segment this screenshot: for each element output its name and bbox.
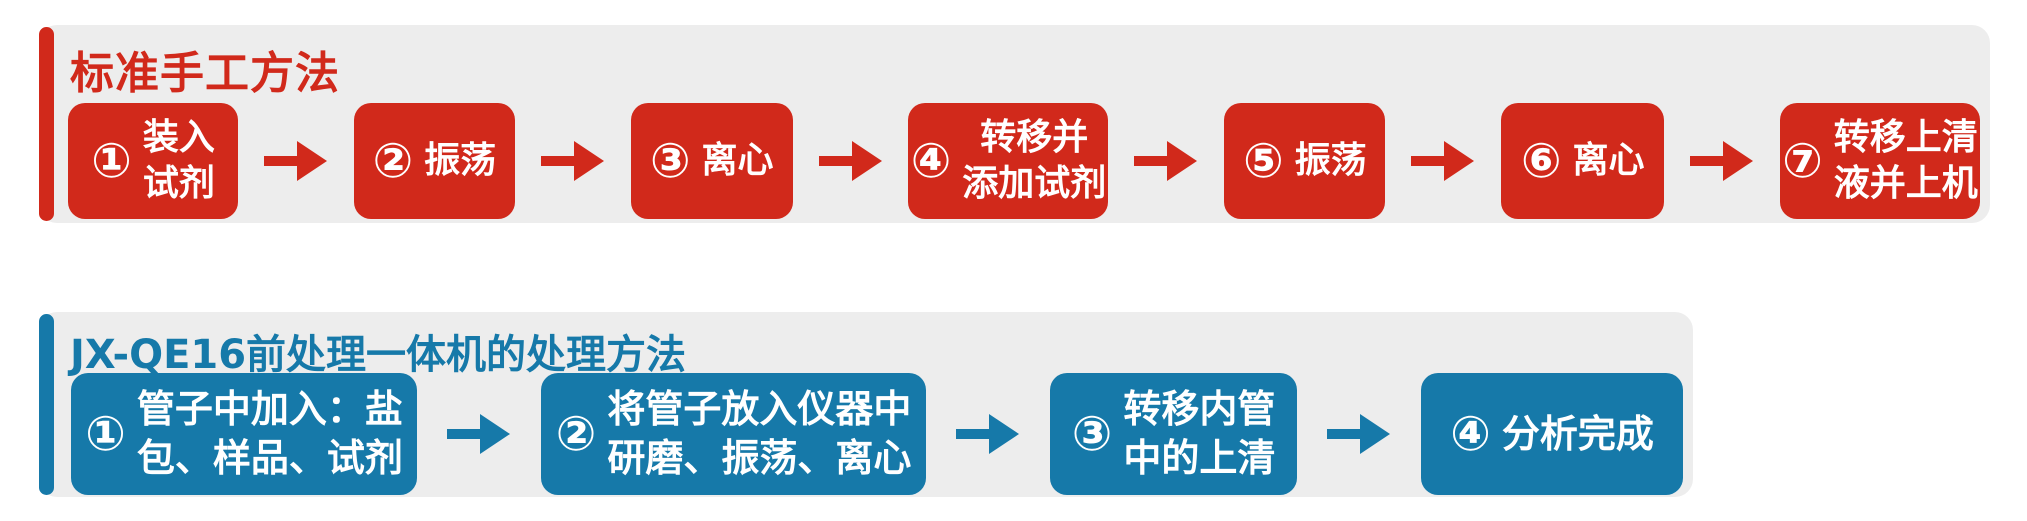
step-number: ① [91,133,132,189]
step-label: 管子中加入：盐 包、样品、试剂 [137,385,403,482]
step-label-line: 转移上清 [1833,116,1978,158]
step-label-line: 中的上清 [1123,436,1276,480]
step-label: 转移并 添加试剂 [962,115,1106,207]
flow-arrow [1664,140,1780,182]
arrow-right-icon [818,141,882,181]
step-number: ④ [1450,406,1491,462]
step-label: 振荡 [424,138,496,184]
step-label-line: 转移并 [980,116,1089,158]
step-label-line: 试剂 [142,163,215,204]
step-box-machine-1: ① 管子中加入：盐 包、样品、试剂 [71,373,417,495]
step-label-line: 振荡 [424,139,497,181]
step-number: ② [555,406,597,462]
step-box-manual-3: ③ 离心 [630,103,793,219]
step-number: ② [372,133,414,189]
step-label-line: 离心 [1572,139,1645,181]
step-box-manual-5: ⑤ 振荡 [1224,103,1386,219]
flow-arrow [238,140,354,182]
step-number: ③ [649,133,691,189]
step-label-line: 装入 [142,116,215,158]
flow-arrow [1297,413,1421,455]
flow-arrow [1108,140,1224,182]
step-label: 离心 [701,138,773,184]
step-label-line: 液并上机 [1833,163,1978,204]
step-box-manual-7: ⑦ 转移上清 液并上机 [1779,103,1980,219]
step-label: 振荡 [1295,138,1367,184]
step-label-line: 振荡 [1294,139,1367,181]
step-label-line: 研磨、振荡、离心 [607,436,912,480]
flow-arrow [515,140,631,182]
machine-method-title: JX-QE16前处理一体机的处理方法 [70,332,687,378]
arrow-right-icon [540,141,604,181]
machine-method-panel: JX-QE16前处理一体机的处理方法 ① 管子中加入：盐 包、样品、试剂 ② 将… [39,312,1693,497]
step-box-machine-3: ③ 转移内管 中的上清 [1050,373,1297,495]
step-box-machine-2: ② 将管子放入仪器中 研磨、振荡、离心 [541,373,926,495]
arrow-right-icon [1327,414,1390,454]
step-number: ① [85,406,126,462]
step-box-manual-2: ② 振荡 [353,103,515,219]
step-label-line: 分析完成 [1501,411,1654,456]
step-label: 转移内管 中的上清 [1123,385,1275,482]
step-number: ⑥ [1520,133,1562,189]
step-label-line: 添加试剂 [962,163,1107,204]
step-number: ③ [1071,406,1113,462]
step-label: 离心 [1572,138,1644,184]
step-box-manual-1: ① 装入 试剂 [68,103,238,219]
step-number: ④ [910,133,952,189]
manual-accent-bar [39,27,54,221]
step-box-manual-6: ⑥ 离心 [1501,103,1665,219]
step-box-machine-4: ④ 分析完成 [1421,373,1683,495]
flow-arrow [926,413,1050,455]
step-number: ⑤ [1242,133,1284,189]
step-label-line: 将管子放入仪器中 [607,387,912,432]
step-label-line: 离心 [701,139,774,181]
step-box-manual-4: ④ 转移并 添加试剂 [908,103,1109,219]
manual-method-panel: 标准手工方法 ① 装入 试剂 ② 振荡 ③ 离心 [39,25,1990,223]
arrow-right-icon [1690,141,1754,181]
manual-steps-row: ① 装入 试剂 ② 振荡 ③ 离心 ④ [68,103,1980,219]
arrow-right-icon [956,414,1019,454]
arrow-right-icon [447,414,510,454]
flow-arrow [1385,140,1501,182]
arrow-right-icon [263,141,327,181]
arrow-right-icon [1134,141,1198,181]
flow-arrow [793,140,909,182]
step-label-line: 管子中加入：盐 [136,387,403,432]
manual-method-title: 标准手工方法 [70,48,340,99]
arrow-right-icon [1411,141,1475,181]
step-label: 装入 试剂 [143,115,215,207]
step-label: 将管子放入仪器中 研磨、振荡、离心 [607,385,911,482]
step-label: 分析完成 [1502,410,1654,459]
step-label-line: 转移内管 [1123,387,1276,432]
step-label-line: 包、样品、试剂 [136,436,403,480]
machine-accent-bar [39,314,54,495]
machine-steps-row: ① 管子中加入：盐 包、样品、试剂 ② 将管子放入仪器中 研磨、振荡、离心 ③ … [71,373,1683,495]
step-label: 转移上清 液并上机 [1834,115,1978,207]
step-number: ⑦ [1782,133,1823,189]
flow-arrow [417,413,541,455]
